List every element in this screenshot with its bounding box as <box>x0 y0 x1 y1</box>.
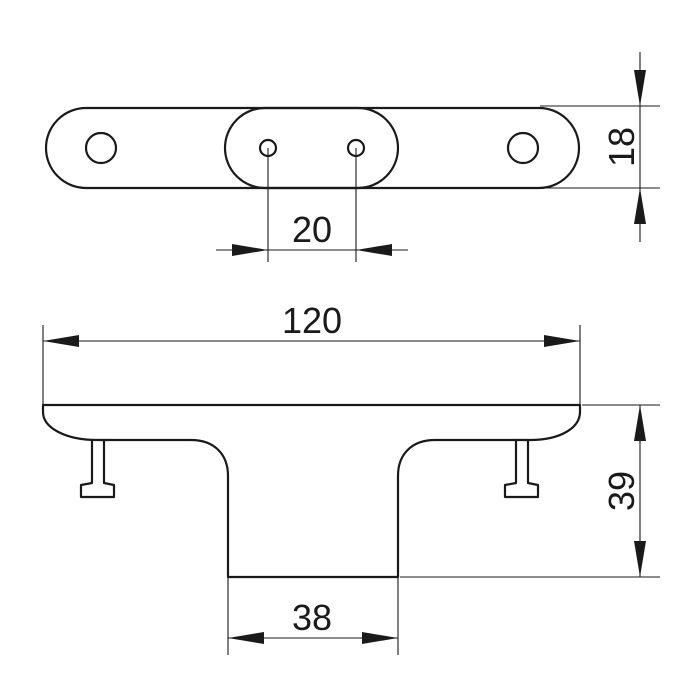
arrowhead <box>544 335 580 347</box>
dimension-label-hole-spacing: 20 <box>292 209 332 250</box>
arrowhead <box>634 188 646 224</box>
arrowhead <box>362 632 398 644</box>
dimension-label-length: 120 <box>282 300 342 341</box>
arrowhead <box>356 244 392 256</box>
fastener-pin-right <box>503 438 540 499</box>
arrowhead <box>228 632 264 644</box>
dimension-length: 120 <box>42 300 581 405</box>
top-view <box>44 106 581 190</box>
fastener-pin-left <box>79 438 116 499</box>
arrowhead <box>232 244 268 256</box>
top-view-body-outline <box>44 106 581 190</box>
side-view-body-outline <box>41 403 582 579</box>
side-view <box>41 403 582 579</box>
dimension-height: 39 <box>400 404 660 578</box>
dimension-hole-spacing: 20 <box>216 148 408 262</box>
arrowhead <box>634 405 646 441</box>
mount-hole-right <box>506 131 540 165</box>
dimension-label-base-width: 38 <box>292 597 332 638</box>
dimension-label-height: 39 <box>601 471 642 511</box>
dimension-label-width: 18 <box>601 127 642 167</box>
dimension-base-width: 38 <box>227 577 399 655</box>
dimension-width: 18 <box>540 52 660 242</box>
arrowhead <box>43 335 79 347</box>
mount-hole-left <box>84 131 118 165</box>
arrowhead <box>634 541 646 577</box>
arrowhead <box>634 70 646 106</box>
top-view-base-oval <box>223 106 400 190</box>
